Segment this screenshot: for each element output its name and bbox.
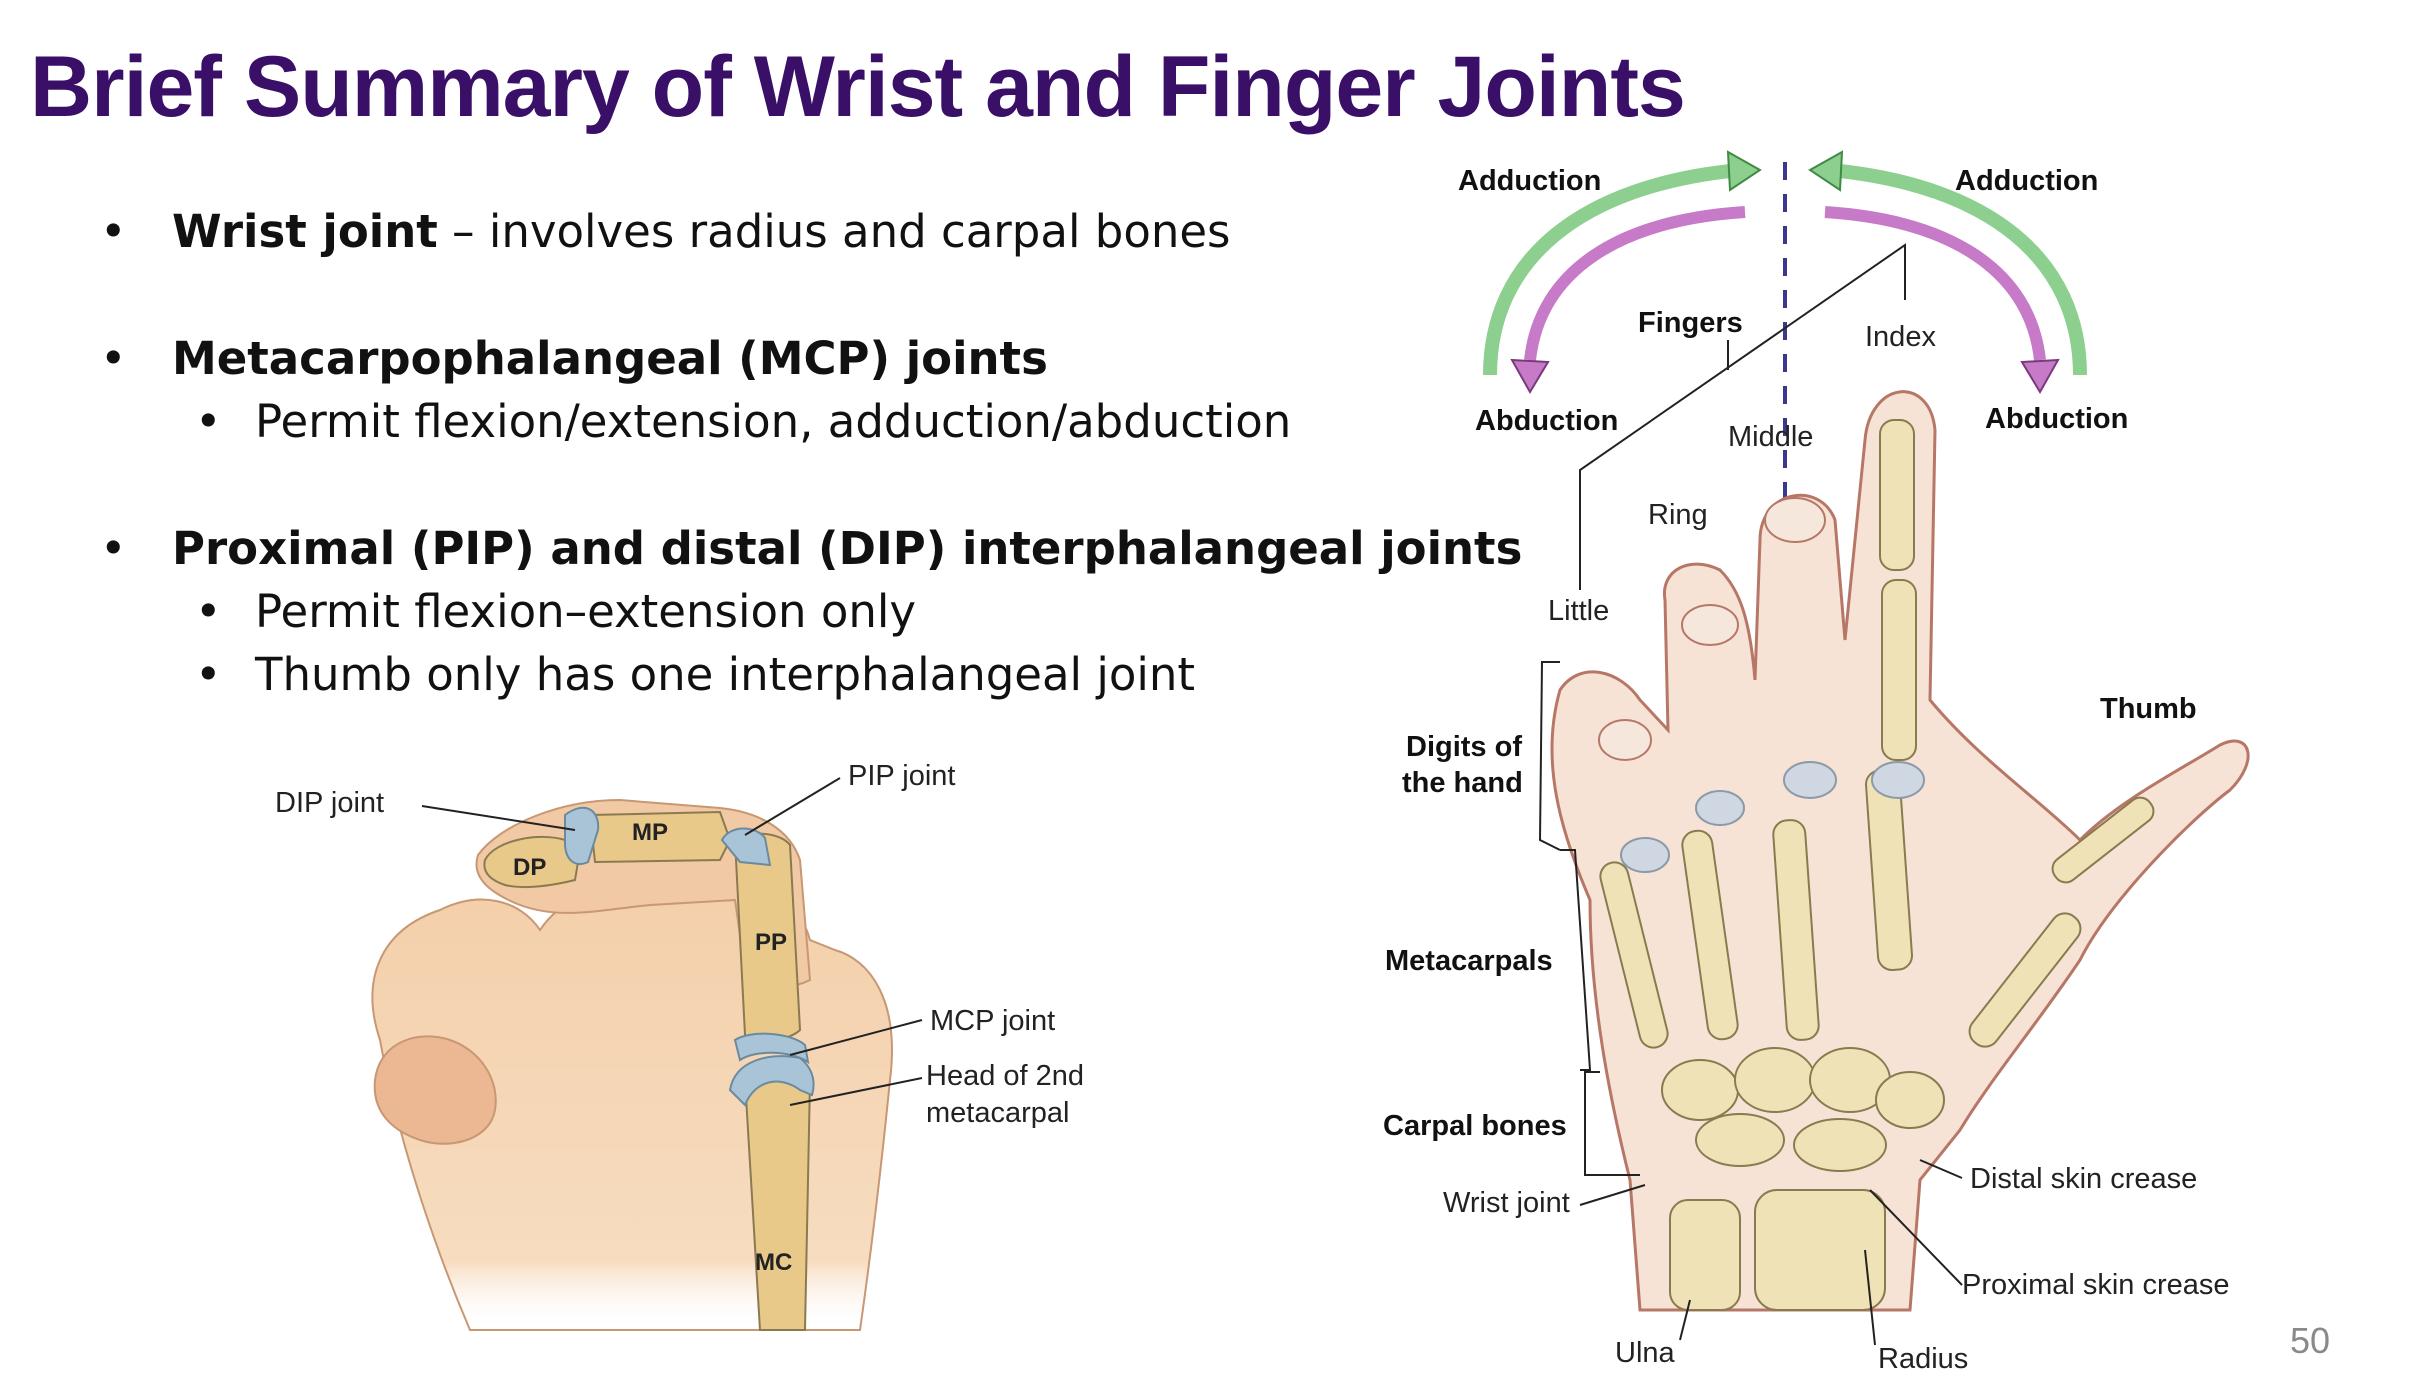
abduction-arrowhead-right [2020, 358, 2060, 394]
bullet-bold: Wrist joint [172, 205, 438, 258]
carpal-6 [1793, 1118, 1887, 1172]
abduction-right-label: Abduction [1985, 403, 2128, 435]
fingers-label: Fingers [1638, 307, 1743, 339]
leader-lines [1579, 243, 1963, 1346]
carpal-4 [1875, 1071, 1945, 1129]
digits-label-line2: the hand [1402, 767, 1523, 799]
bone-thumb-pp [2051, 796, 2155, 884]
distal-crease-leader [1919, 1159, 1963, 1179]
bone-middle-mc [1772, 819, 1820, 1041]
radius-leader [1864, 1249, 1876, 1346]
head-label-line2: metacarpal [926, 1097, 1069, 1129]
sub-bullet-text: Thumb only has one interphalangeal joint [255, 648, 1196, 701]
adduction-arrow-left [1483, 163, 1741, 376]
adduction-arrowhead-left [1726, 150, 1762, 192]
sub-bullet-text: Permit flexion–extension only [255, 585, 917, 638]
bullet-bold: Proximal (PIP) and distal (DIP) interpha… [172, 522, 1523, 575]
radius-label: Radius [1878, 1343, 1968, 1375]
bone-index-mc [1865, 769, 1913, 971]
knuckle-little [1620, 837, 1670, 873]
bone-thumb-mc [1968, 912, 2082, 1048]
knuckle-middle [1783, 761, 1837, 799]
little-leader [1579, 243, 1906, 590]
bone-ulna [1669, 1199, 1741, 1311]
wrist-joint-leader [1579, 1184, 1646, 1206]
adduction-left-label: Adduction [1458, 165, 1601, 197]
pip-joint-label: PIP joint [848, 760, 955, 792]
bullet-text: – involves radius and carpal bones [437, 205, 1231, 258]
mcp-leader [789, 1019, 923, 1056]
abduction-left-label: Abduction [1475, 405, 1618, 437]
dip-joint-label: DIP joint [275, 787, 384, 819]
cartilage-pip [720, 827, 772, 867]
dp-label: DP [513, 854, 546, 881]
bracket-carpals [1584, 1071, 1640, 1176]
head-label-line1: Head of 2nd [926, 1060, 1084, 1092]
nail-ring [1681, 604, 1739, 646]
digits-label-line1: Digits of [1406, 731, 1522, 763]
head-leader [789, 1077, 923, 1106]
sub-bullet-text: Permit flexion/extension, adduction/abdu… [255, 395, 1292, 448]
bone-little-mc [1599, 861, 1669, 1049]
region-brackets [1538, 661, 1640, 1176]
pp-label: PP [755, 929, 787, 956]
middle-label: Middle [1728, 421, 1813, 453]
bone-pp [733, 832, 802, 1042]
little-label: Little [1548, 595, 1609, 627]
bracket-digits [1538, 661, 1561, 851]
bone-index-distal [1879, 419, 1915, 571]
ring-label: Ring [1648, 499, 1708, 531]
proximal-crease-label: Proximal skin crease [1962, 1269, 2230, 1301]
mp-label: MP [632, 819, 668, 846]
bone-ring-mc [1681, 829, 1739, 1041]
carpal-1 [1661, 1059, 1739, 1121]
thumb-skin [373, 1035, 497, 1145]
carpal-2 [1734, 1047, 1816, 1113]
nail-middle [1764, 497, 1826, 543]
thumb-label: Thumb [2100, 693, 2197, 725]
carpal-5 [1695, 1113, 1785, 1167]
adduction-right-label: Adduction [1955, 165, 2098, 197]
cartilage-dip [564, 806, 600, 865]
carpal-bones-label: Carpal bones [1383, 1110, 1567, 1142]
abduction-arrow-right [1824, 206, 2046, 361]
bone-dp [483, 836, 582, 889]
mcp-joint-label: MCP joint [930, 1005, 1055, 1037]
proximal-crease-leader [1869, 1189, 1963, 1286]
hand-outline [1550, 390, 2250, 1312]
knuckle-ring [1695, 790, 1745, 826]
abduction-arrow-left [1524, 206, 1746, 361]
finger-skin [475, 798, 812, 988]
bracket-metacarpals [1560, 849, 1592, 1071]
wrist-joint-label: Wrist joint [1443, 1187, 1570, 1219]
abduction-arrowhead-left [1510, 358, 1550, 394]
hand-skin [371, 870, 893, 1331]
ulna-label: Ulna [1615, 1337, 1676, 1369]
index-label: Index [1865, 321, 1936, 353]
bone-index-middle [1881, 579, 1917, 761]
nail-little [1598, 719, 1652, 761]
page-title: Brief Summary of Wrist and Finger Joints [30, 39, 1686, 135]
knuckle-index [1871, 761, 1925, 799]
cartilage-mcp [733, 1032, 810, 1065]
metacarpals-label: Metacarpals [1385, 945, 1553, 977]
pip-leader [744, 777, 841, 836]
bullet-bold: Metacarpophalangeal (MCP) joints [172, 332, 1048, 385]
cartilage-mc-head [728, 1055, 815, 1107]
knuckle-cartilage [1620, 761, 1925, 873]
bone-mp [588, 810, 732, 864]
dip-leader [421, 805, 576, 831]
page-number: 50 [2290, 1320, 2331, 1361]
ulna-leader [1679, 1299, 1691, 1341]
mc-label: MC [755, 1249, 792, 1276]
bone-mc [743, 1066, 812, 1331]
adduction-arrowhead-right [1808, 150, 1844, 192]
distal-crease-label: Distal skin crease [1970, 1163, 2197, 1195]
carpal-3 [1809, 1047, 1891, 1113]
hand-bones [1599, 419, 2155, 1311]
bone-radius [1754, 1189, 1886, 1311]
adduction-arrow-right [1829, 163, 2087, 376]
